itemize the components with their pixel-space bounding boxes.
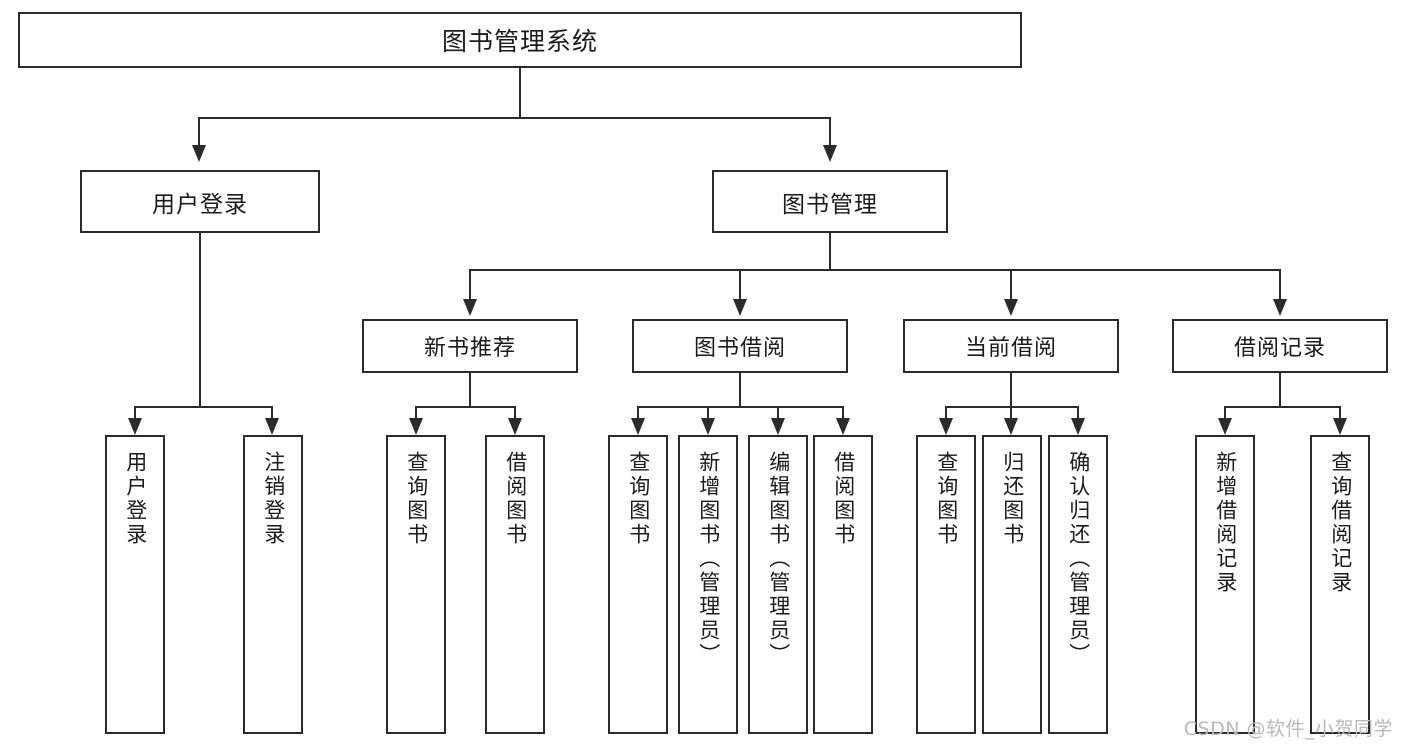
edge-drop-nbr-leaf-2 — [514, 406, 516, 420]
leaf-bb-edit-book-admin[interactable]: 编辑图书（管理员） — [748, 435, 808, 734]
edge-drop-br-leaf-2 — [1339, 406, 1341, 420]
node-label: 借阅记录 — [1233, 336, 1326, 361]
arrowhead-new-book-recommend — [463, 299, 477, 316]
arrowhead-book-borrow — [733, 299, 747, 316]
arrowhead-br-leaf-2 — [1333, 418, 1347, 435]
arrowhead-cb-leaf-2 — [1004, 418, 1018, 435]
leaf-label: 确认归还（管理员） — [1066, 451, 1091, 667]
leaf-label: 查询借阅记录 — [1328, 451, 1353, 595]
leaf-label: 编辑图书（管理员） — [766, 451, 791, 667]
leaf-label: 借阅图书 — [503, 451, 528, 547]
node-label: 图书管理 — [782, 191, 878, 218]
leaf-cb-confirm-return-admin[interactable]: 确认归还（管理员） — [1048, 435, 1108, 734]
node-user-login[interactable]: 用户登录 — [80, 170, 320, 233]
leaf-nbr-query-book[interactable]: 查询图书 — [386, 435, 446, 734]
leaf-user-login[interactable]: 用户登录 — [105, 435, 165, 734]
edge-drop-cb-leaf-2 — [1010, 406, 1012, 420]
edge-drop-bb-leaf-3 — [777, 406, 779, 420]
node-borrow-record[interactable]: 借阅记录 — [1172, 319, 1388, 373]
node-label: 当前借阅 — [964, 336, 1057, 361]
leaf-label: 查询图书 — [626, 451, 651, 547]
edge-drop-current-borrow — [1010, 269, 1012, 301]
edge-drop-user-login — [198, 117, 200, 147]
watermark: CSDN @软件_小贺同学 — [1183, 718, 1393, 740]
leaf-br-add-record[interactable]: 新增借阅记录 — [1195, 435, 1255, 734]
arrowhead-user-login — [192, 145, 206, 162]
edge-drop-bb-leaf-4 — [842, 406, 844, 420]
node-label: 新书推荐 — [423, 336, 516, 361]
edge-book-borrow-stem — [739, 373, 741, 408]
arrowhead-bb-leaf-1 — [631, 418, 645, 435]
leaf-label: 归还图书 — [1000, 451, 1025, 547]
edge-drop-bb-leaf-2 — [707, 406, 709, 420]
node-label: 图书管理系统 — [441, 27, 598, 56]
edge-drop-cb-leaf-3 — [1077, 406, 1079, 420]
edge-drop-book-borrow — [739, 269, 741, 301]
arrowhead-br-leaf-1 — [1218, 418, 1232, 435]
leaf-cb-return-book[interactable]: 归还图书 — [982, 435, 1042, 734]
arrowhead-borrow-record — [1273, 299, 1287, 316]
leaf-label: 注销登录 — [261, 451, 286, 547]
arrowhead-book-management — [823, 145, 837, 162]
node-current-borrow[interactable]: 当前借阅 — [903, 319, 1119, 373]
leaf-label: 借阅图书 — [831, 451, 856, 547]
edge-drop-user-login-leaf-1 — [134, 406, 136, 420]
arrowhead-user-login-leaf-1 — [128, 418, 142, 435]
edge-new-book-recommend-stem — [469, 373, 471, 408]
arrowhead-cb-leaf-1 — [939, 418, 953, 435]
arrowhead-bb-leaf-3 — [771, 418, 785, 435]
edge-borrow-record-stem — [1279, 373, 1281, 408]
edge-drop-borrow-record — [1279, 269, 1281, 301]
edge-current-borrow-stem — [1010, 373, 1012, 408]
leaf-bb-borrow-book[interactable]: 借阅图书 — [813, 435, 873, 734]
leaf-logout[interactable]: 注销登录 — [243, 435, 303, 734]
node-label: 图书借阅 — [693, 336, 786, 361]
leaf-br-query-record[interactable]: 查询借阅记录 — [1310, 435, 1370, 734]
arrowhead-bb-leaf-2 — [701, 418, 715, 435]
edge-borrow-record-bus — [1224, 406, 1340, 408]
edge-drop-nbr-leaf-1 — [415, 406, 417, 420]
leaf-label: 查询图书 — [404, 451, 429, 547]
leaf-nbr-borrow-book[interactable]: 借阅图书 — [485, 435, 545, 734]
edge-drop-new-book-recommend — [469, 269, 471, 301]
leaf-bb-query-book[interactable]: 查询图书 — [608, 435, 668, 734]
arrowhead-user-login-leaf-2 — [265, 418, 279, 435]
arrowhead-current-borrow — [1004, 299, 1018, 316]
leaf-label: 用户登录 — [123, 451, 148, 547]
edge-drop-cb-leaf-1 — [945, 406, 947, 420]
leaf-cb-query-book[interactable]: 查询图书 — [916, 435, 976, 734]
arrowhead-nbr-leaf-2 — [508, 418, 522, 435]
edge-user-login-bus — [134, 406, 272, 408]
edge-drop-bb-leaf-1 — [637, 406, 639, 420]
edge-level1-bus — [198, 117, 831, 119]
node-new-book-recommend[interactable]: 新书推荐 — [362, 319, 578, 373]
edge-user-login-stem — [199, 233, 201, 408]
arrowhead-bb-leaf-4 — [836, 418, 850, 435]
edge-book-management-stem — [829, 233, 831, 270]
leaf-label: 查询图书 — [934, 451, 959, 547]
node-root-book-management-system[interactable]: 图书管理系统 — [18, 12, 1022, 68]
leaf-label: 新增借阅记录 — [1213, 451, 1238, 595]
edge-level2-bus — [469, 269, 1281, 271]
arrowhead-nbr-leaf-1 — [409, 418, 423, 435]
edge-root-stem — [519, 68, 521, 117]
edge-new-book-recommend-bus — [415, 406, 515, 408]
edge-book-borrow-bus — [637, 406, 843, 408]
edge-drop-book-management — [829, 117, 831, 147]
node-book-management[interactable]: 图书管理 — [712, 170, 948, 233]
edge-drop-user-login-leaf-2 — [271, 406, 273, 420]
edge-drop-br-leaf-1 — [1224, 406, 1226, 420]
arrowhead-cb-leaf-3 — [1071, 418, 1085, 435]
leaf-bb-add-book-admin[interactable]: 新增图书（管理员） — [678, 435, 738, 734]
leaf-label: 新增图书（管理员） — [696, 451, 721, 667]
node-book-borrow[interactable]: 图书借阅 — [632, 319, 848, 373]
node-label: 用户登录 — [152, 191, 248, 218]
